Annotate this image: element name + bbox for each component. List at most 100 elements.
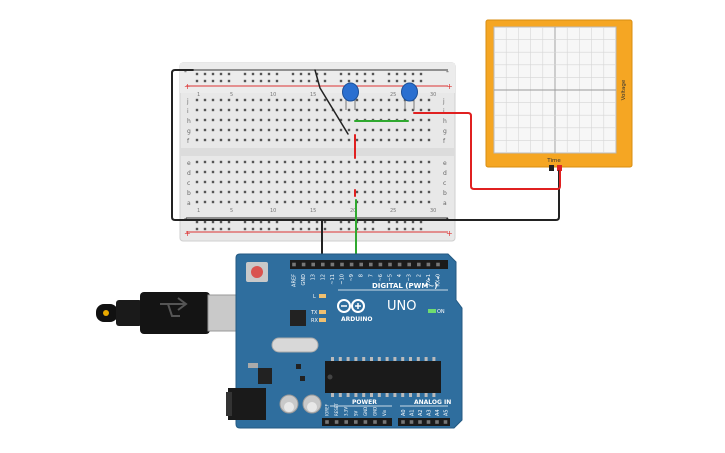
breadboard-hole[interactable] xyxy=(219,108,223,112)
breadboard-hole[interactable] xyxy=(403,170,407,174)
breadboard-hole[interactable] xyxy=(283,190,287,194)
rail-hole[interactable] xyxy=(259,227,263,231)
rail-hole[interactable] xyxy=(387,72,391,76)
breadboard-hole[interactable] xyxy=(347,190,351,194)
breadboard-hole[interactable] xyxy=(219,190,223,194)
breadboard-hole[interactable] xyxy=(331,180,335,184)
rail-hole[interactable] xyxy=(203,72,207,76)
breadboard-hole[interactable] xyxy=(291,170,295,174)
rail-hole[interactable] xyxy=(403,220,407,224)
digital-pin-hole[interactable] xyxy=(321,262,325,267)
breadboard-hole[interactable] xyxy=(387,160,391,164)
breadboard-hole[interactable] xyxy=(339,190,343,194)
breadboard-hole[interactable] xyxy=(323,128,327,132)
rail-hole[interactable] xyxy=(411,79,415,83)
breadboard-hole[interactable] xyxy=(347,160,351,164)
rail-hole[interactable] xyxy=(363,79,367,83)
digital-pin-hole[interactable] xyxy=(369,262,373,267)
breadboard-hole[interactable] xyxy=(323,190,327,194)
rail-hole[interactable] xyxy=(339,72,343,76)
breadboard-hole[interactable] xyxy=(387,108,391,112)
breadboard-hole[interactable] xyxy=(211,108,215,112)
rail-hole[interactable] xyxy=(275,72,279,76)
breadboard-hole[interactable] xyxy=(299,108,303,112)
breadboard-hole[interactable] xyxy=(395,200,399,204)
rail-hole[interactable] xyxy=(299,79,303,83)
breadboard-hole[interactable] xyxy=(363,98,367,102)
breadboard-hole[interactable] xyxy=(307,200,311,204)
rail-hole[interactable] xyxy=(371,220,375,224)
breadboard-hole[interactable] xyxy=(283,128,287,132)
breadboard-hole[interactable] xyxy=(307,160,311,164)
breadboard-hole[interactable] xyxy=(195,118,199,122)
breadboard-hole[interactable] xyxy=(339,128,343,132)
rail-hole[interactable] xyxy=(323,79,327,83)
rail-hole[interactable] xyxy=(275,227,279,231)
rail-hole[interactable] xyxy=(195,220,199,224)
breadboard-hole[interactable] xyxy=(251,170,255,174)
breadboard-hole[interactable] xyxy=(331,118,335,122)
breadboard-hole[interactable] xyxy=(411,108,415,112)
breadboard-hole[interactable] xyxy=(283,98,287,102)
breadboard-hole[interactable] xyxy=(307,118,311,122)
breadboard-hole[interactable] xyxy=(387,190,391,194)
breadboard-hole[interactable] xyxy=(419,128,423,132)
breadboard-hole[interactable] xyxy=(379,98,383,102)
breadboard-hole[interactable] xyxy=(379,160,383,164)
power-jack[interactable] xyxy=(228,388,266,420)
breadboard-hole[interactable] xyxy=(219,200,223,204)
breadboard-hole[interactable] xyxy=(411,200,415,204)
breadboard-hole[interactable] xyxy=(427,108,431,112)
breadboard-hole[interactable] xyxy=(355,190,359,194)
breadboard-hole[interactable] xyxy=(203,190,207,194)
breadboard-hole[interactable] xyxy=(347,108,351,112)
breadboard-hole[interactable] xyxy=(339,108,343,112)
breadboard-hole[interactable] xyxy=(275,108,279,112)
breadboard-hole[interactable] xyxy=(227,108,231,112)
breadboard-hole[interactable] xyxy=(307,98,311,102)
rail-hole[interactable] xyxy=(291,79,295,83)
digital-pin-hole[interactable] xyxy=(436,262,440,267)
breadboard-hole[interactable] xyxy=(379,200,383,204)
breadboard-hole[interactable] xyxy=(259,190,263,194)
breadboard-hole[interactable] xyxy=(379,180,383,184)
breadboard-hole[interactable] xyxy=(275,170,279,174)
digital-pin-hole[interactable] xyxy=(378,262,383,267)
breadboard-hole[interactable] xyxy=(227,138,231,142)
rail-hole[interactable] xyxy=(371,227,375,231)
rail-hole[interactable] xyxy=(227,79,231,83)
breadboard-hole[interactable] xyxy=(251,118,255,122)
breadboard-hole[interactable] xyxy=(355,180,359,184)
breadboard-hole[interactable] xyxy=(419,108,423,112)
rail-hole[interactable] xyxy=(267,220,271,224)
analog-header[interactable] xyxy=(398,418,450,426)
breadboard-hole[interactable] xyxy=(211,98,215,102)
breadboard-hole[interactable] xyxy=(243,128,247,132)
rail-hole[interactable] xyxy=(339,220,343,224)
power-pin-hole[interactable] xyxy=(382,420,387,424)
rail-hole[interactable] xyxy=(243,220,247,224)
power-pin-hole[interactable] xyxy=(373,420,377,424)
rail-hole[interactable] xyxy=(251,227,255,231)
rail-hole[interactable] xyxy=(347,227,351,231)
rail-hole[interactable] xyxy=(315,79,319,83)
breadboard-holes[interactable] xyxy=(195,72,431,231)
breadboard-hole[interactable] xyxy=(291,108,295,112)
rail-hole[interactable] xyxy=(299,72,303,76)
breadboard-hole[interactable] xyxy=(267,128,271,132)
breadboard-hole[interactable] xyxy=(251,190,255,194)
breadboard-hole[interactable] xyxy=(427,128,431,132)
breadboard-hole[interactable] xyxy=(371,108,375,112)
rail-hole[interactable] xyxy=(219,79,223,83)
rail-hole[interactable] xyxy=(363,72,367,76)
power-pin-hole[interactable] xyxy=(363,420,368,424)
rail-hole[interactable] xyxy=(275,79,279,83)
digital-pin-hole[interactable] xyxy=(340,262,344,267)
breadboard-hole[interactable] xyxy=(235,180,239,184)
breadboard-hole[interactable] xyxy=(291,118,295,122)
breadboard-hole[interactable] xyxy=(235,118,239,122)
breadboard-hole[interactable] xyxy=(283,200,287,204)
breadboard-hole[interactable] xyxy=(323,160,327,164)
ground-wire-to-scope[interactable] xyxy=(171,69,560,221)
breadboard-hole[interactable] xyxy=(403,180,407,184)
